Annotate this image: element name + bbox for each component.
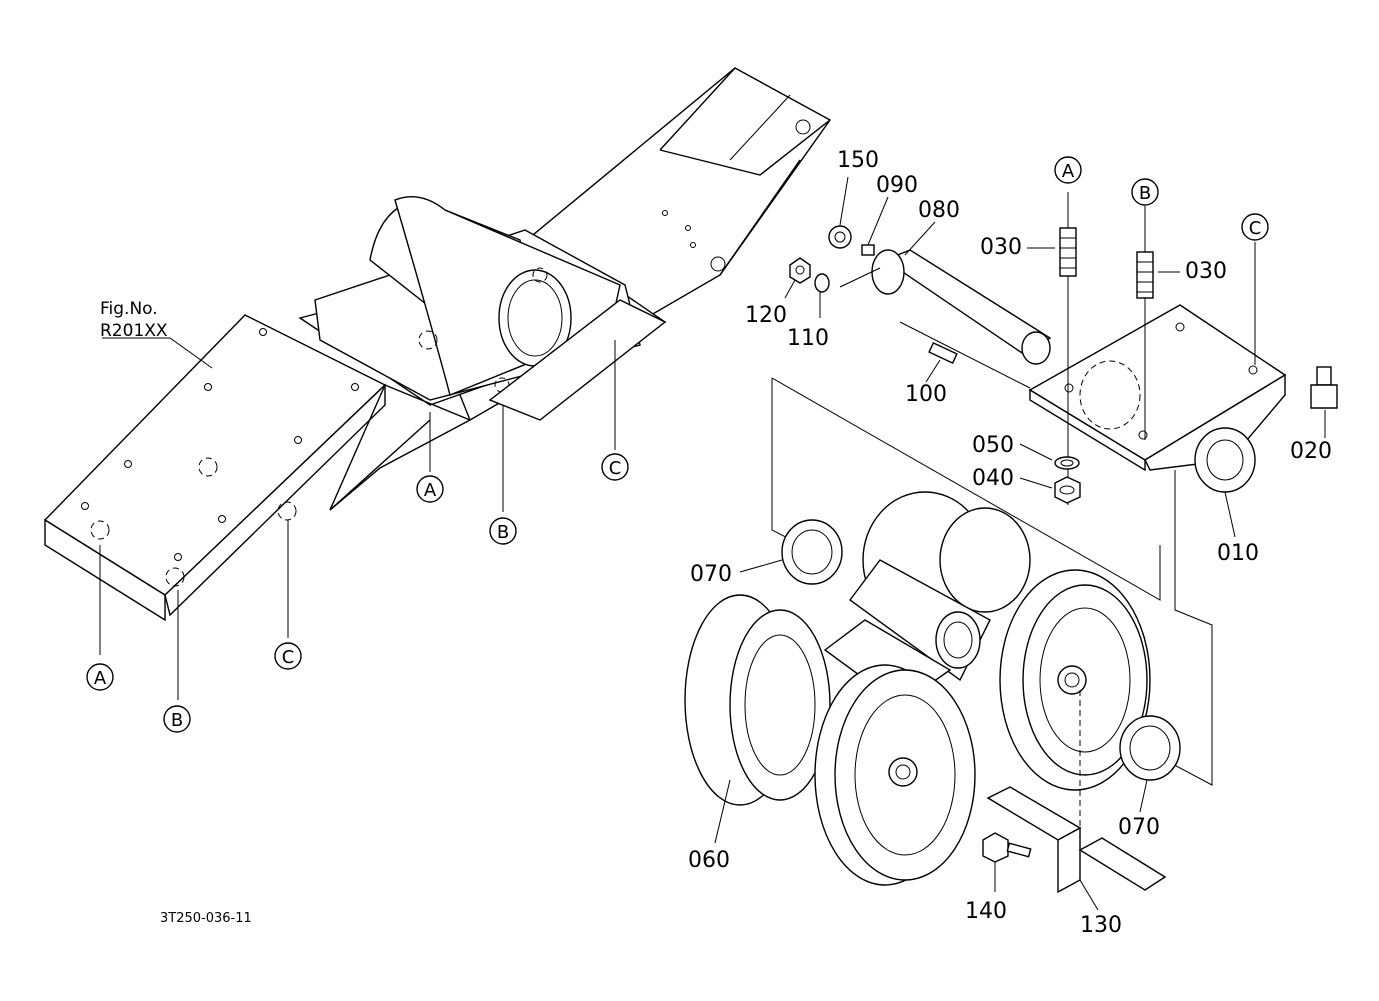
marker-c-left-bottom: C [274, 642, 302, 670]
part-label-110: 110 [787, 326, 829, 351]
marker-b-left-top: B [489, 517, 517, 545]
svg-text:A: A [1062, 161, 1075, 182]
svg-text:C: C [609, 458, 622, 479]
part-label-050: 050 [972, 433, 1014, 458]
part-label-030-right: 030 [1185, 259, 1227, 284]
bracket-pin-drawing [784, 176, 1338, 538]
fig-no-label: Fig.No. [100, 299, 158, 319]
marker-a-right: A [1054, 156, 1082, 184]
marker-a-left-bottom: A [86, 663, 114, 691]
drawing-code: 3T250-036-11 [160, 911, 252, 926]
svg-text:A: A [424, 480, 437, 501]
marker-c-left-top: C [601, 453, 629, 481]
part-label-040: 040 [972, 466, 1014, 491]
svg-text:B: B [171, 710, 183, 731]
part-label-130: 130 [1080, 913, 1122, 938]
svg-text:C: C [1249, 218, 1262, 239]
part-label-070-top: 070 [690, 562, 732, 587]
part-label-030-left: 030 [980, 235, 1022, 260]
platform-frame-drawing [43, 67, 832, 700]
part-label-150: 150 [837, 148, 879, 173]
svg-text:B: B [1139, 183, 1151, 204]
part-label-020: 020 [1290, 439, 1332, 464]
part-label-070-bottom: 070 [1118, 815, 1160, 840]
part-label-060: 060 [688, 848, 730, 873]
part-label-010: 010 [1217, 541, 1259, 566]
svg-text:A: A [94, 668, 107, 689]
part-label-090: 090 [876, 173, 918, 198]
svg-text:B: B [497, 522, 509, 543]
svg-text:C: C [282, 647, 295, 668]
part-label-100: 100 [905, 382, 947, 407]
part-label-120: 120 [745, 303, 787, 328]
part-label-140: 140 [965, 899, 1007, 924]
marker-b-left-bottom: B [163, 705, 191, 733]
marker-b-right: B [1131, 178, 1159, 206]
marker-a-left-top: A [416, 475, 444, 503]
part-label-080: 080 [918, 198, 960, 223]
marker-c-right: C [1241, 213, 1269, 241]
roller-wheel-drawing [684, 377, 1213, 911]
fig-no-value: R201XX [100, 321, 168, 341]
